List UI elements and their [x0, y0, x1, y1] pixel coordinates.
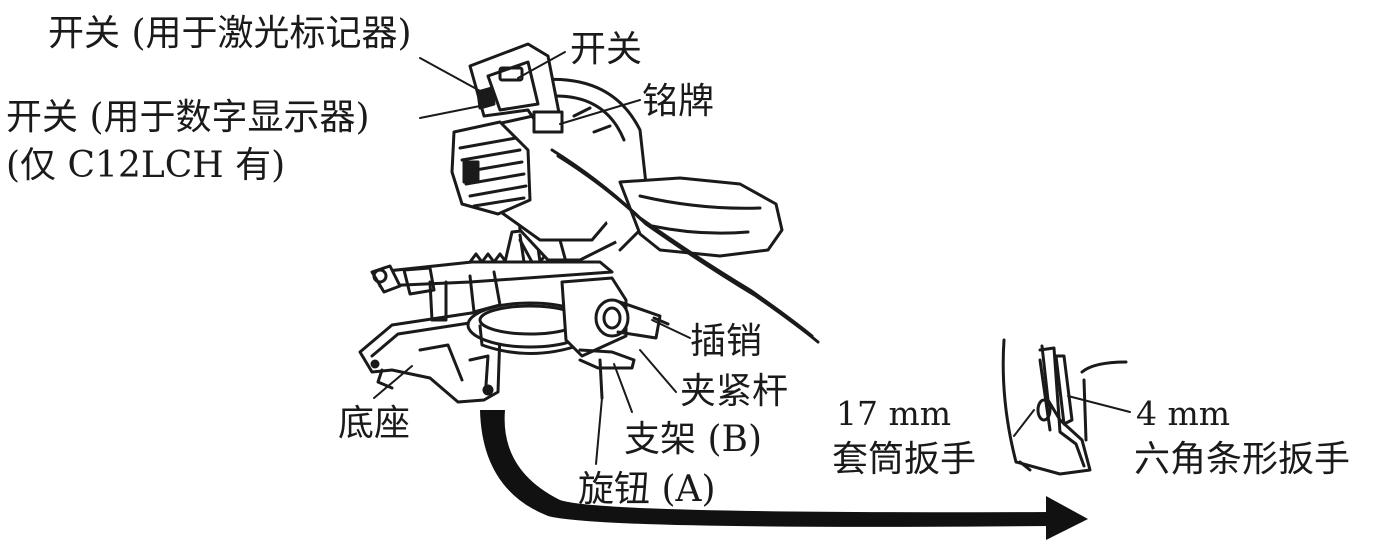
saw-base — [358, 304, 542, 404]
fence — [376, 226, 614, 322]
pivot-assembly — [560, 276, 670, 400]
dust-bag — [618, 176, 784, 258]
nameplate-label: 铭牌 — [642, 81, 715, 122]
turntable — [466, 301, 594, 355]
power-cord — [550, 148, 820, 344]
transition-arrow — [480, 410, 1088, 540]
clamp-lever-label: 夹紧杆 — [680, 371, 789, 412]
hex-wrench-size-label: 4 mm — [1136, 394, 1231, 433]
hex-wrench-label: 六角条形扳手 — [1134, 439, 1351, 480]
main-switch-label: 开关 — [570, 29, 643, 70]
display-switch-note: (仅 C12LCH 有) — [6, 145, 286, 186]
handle — [468, 42, 564, 134]
socket-wrench-size-label: 17 mm — [836, 394, 952, 433]
motor-housing — [450, 120, 532, 216]
vise-clamp — [370, 264, 436, 296]
laser-switch-label: 开关 (用于激光标记器) — [48, 13, 412, 54]
display-switch-label: 开关 (用于数字显示器) — [6, 97, 370, 138]
leader-lines — [373, 51, 1131, 465]
base-label: 底座 — [338, 403, 411, 444]
wrench-illustration — [1001, 338, 1128, 476]
bracket-b-label: 支架 (B) — [624, 419, 762, 460]
pin-label: 插销 — [690, 321, 763, 362]
knob-a-label: 旋钮 (A) — [578, 469, 716, 510]
socket-wrench-label: 套筒扳手 — [832, 439, 977, 480]
